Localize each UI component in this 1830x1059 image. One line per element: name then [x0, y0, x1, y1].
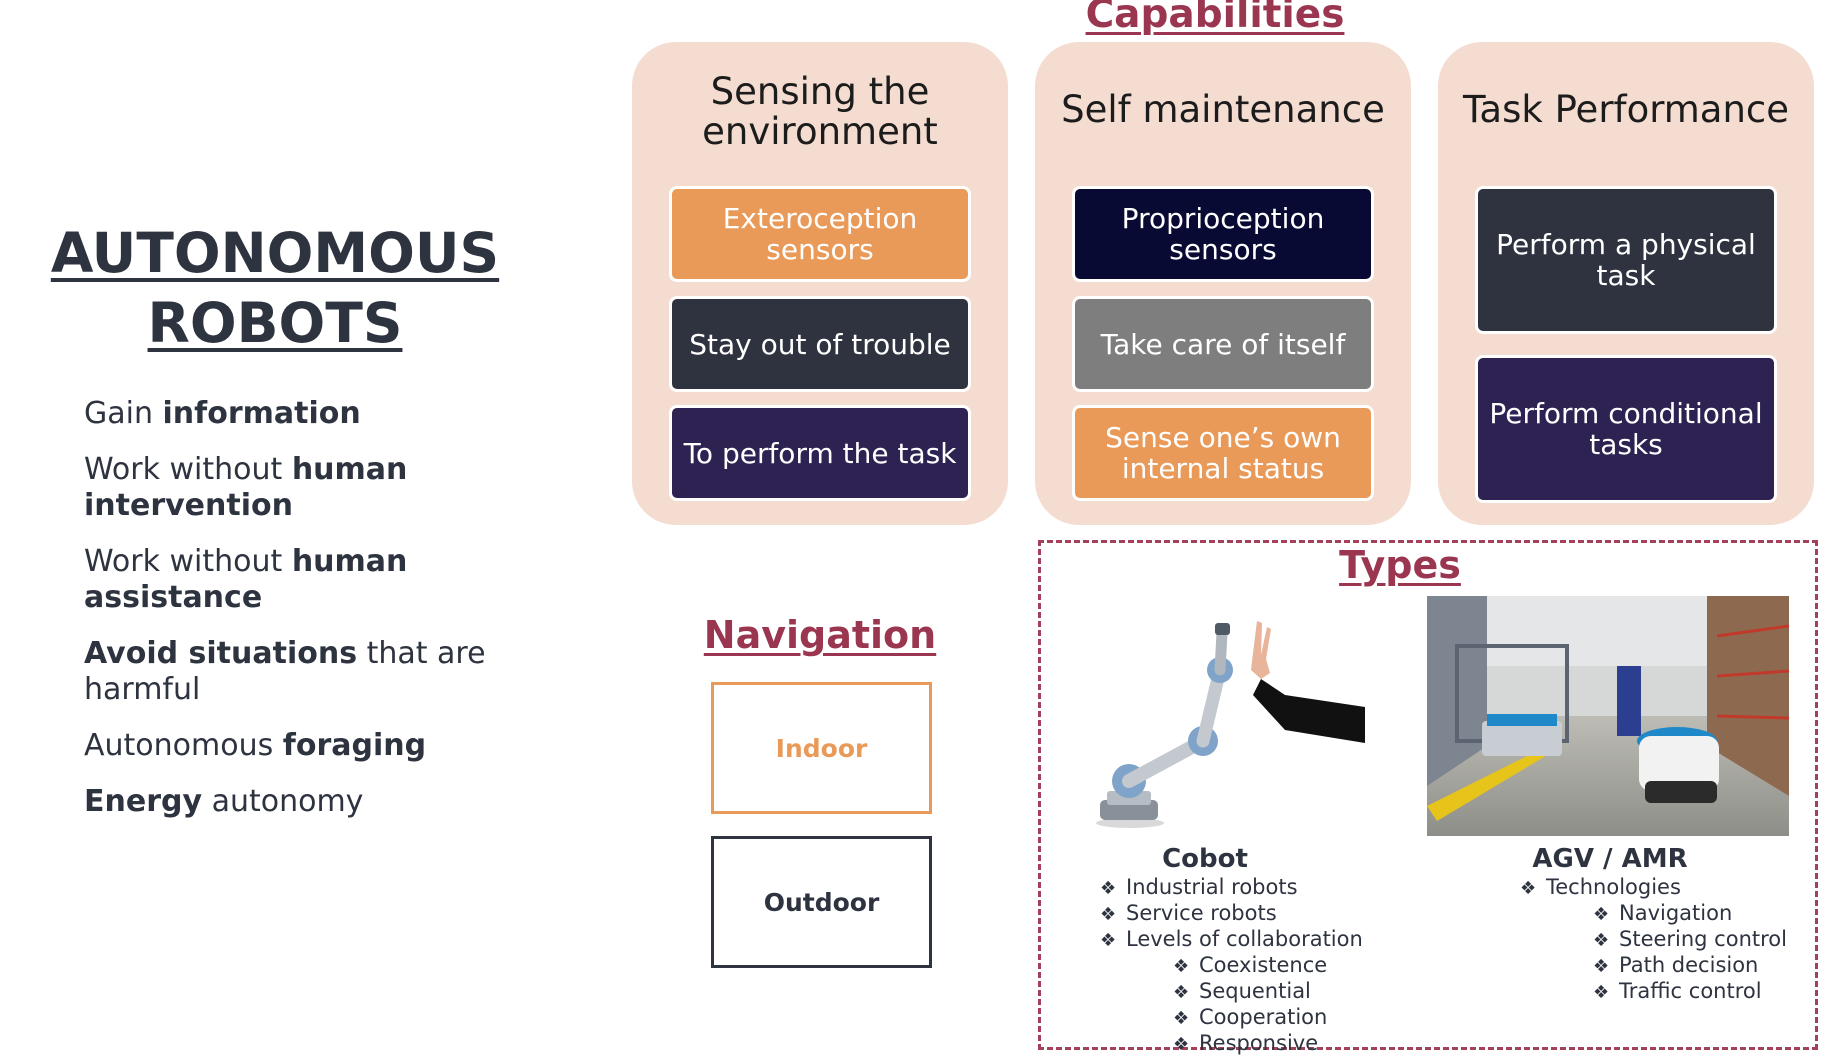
feature-item: Work without human assistance: [84, 544, 408, 615]
bullet-icon: ❖: [1100, 904, 1117, 925]
agv-amr-photo: [1427, 596, 1789, 836]
agv-amr-label: AGV / AMR: [1532, 844, 1688, 874]
types-frame: [1038, 540, 1818, 1050]
bullet-icon: ❖: [1593, 982, 1610, 1003]
list-item: ❖Levels of collaboration: [1100, 927, 1363, 951]
feature-item: Autonomous foraging: [84, 728, 427, 763]
feature-item: Energy autonomy: [84, 784, 364, 819]
bullet-icon: ❖: [1593, 904, 1610, 925]
column-title: Self maintenance: [1061, 88, 1385, 131]
navigation-heading: Navigation: [703, 613, 937, 657]
page-title: AUTONOMOUS ROBOTS: [40, 218, 510, 358]
cobot-label: Cobot: [1162, 844, 1248, 874]
title-line-1: AUTONOMOUS: [50, 221, 500, 285]
nav-indoor-box: Indoor: [711, 682, 932, 814]
bullet-icon: ❖: [1173, 956, 1190, 977]
column-title: Task Performance: [1462, 88, 1790, 131]
capability-column-task-performance: Task Performance Perform a physical task…: [1438, 42, 1814, 525]
capabilities-heading: Capabilities: [1085, 0, 1345, 37]
feature-item: Avoid situations that are harmful: [84, 636, 486, 707]
feature-list: Gain information Work without human inte…: [84, 396, 524, 840]
bullet-icon: ❖: [1173, 982, 1190, 1003]
list-subitem: ❖Responsive: [1173, 1031, 1319, 1055]
capability-column-sensing: Sensing the environment Exteroception se…: [632, 42, 1008, 525]
agv-amr-list: ❖Technologies ❖Navigation ❖Steering cont…: [1520, 875, 1787, 1005]
nav-outdoor-box: Outdoor: [711, 836, 932, 968]
list-subitem: ❖Traffic control: [1593, 979, 1762, 1003]
column-title: Sensing the environment: [702, 70, 938, 153]
list-subitem: ❖Path decision: [1593, 953, 1759, 977]
list-subitem: ❖Cooperation: [1173, 1005, 1328, 1029]
list-subitem: ❖Coexistence: [1173, 953, 1328, 977]
cobot-image: [1096, 621, 1365, 828]
list-subitem: ❖Steering control: [1593, 927, 1787, 951]
feature-item: Gain information: [84, 396, 361, 431]
list-item: ❖Industrial robots: [1100, 875, 1298, 899]
capability-column-self-maintenance: Self maintenance Proprioception sensors …: [1035, 42, 1411, 525]
feature-item: Work without human intervention: [84, 452, 408, 523]
cobot-list: ❖Industrial robots ❖Service robots ❖Leve…: [1100, 875, 1363, 1057]
list-item: ❖Service robots: [1100, 901, 1277, 925]
bullet-icon: ❖: [1520, 878, 1537, 899]
list-item: ❖Technologies: [1520, 875, 1681, 899]
types-heading: Types: [1339, 543, 1461, 587]
capability-box: Stay out of trouble: [669, 296, 971, 392]
list-subitem: ❖Sequential: [1173, 979, 1311, 1003]
capability-box: Sense one’s own internal status: [1072, 405, 1374, 501]
capability-box: Perform conditional tasks: [1475, 355, 1777, 503]
title-line-2: ROBOTS: [147, 291, 403, 355]
capability-box: Take care of itself: [1072, 296, 1374, 392]
bullet-icon: ❖: [1593, 956, 1610, 977]
capability-box: Perform a physical task: [1475, 186, 1777, 334]
list-subitem: ❖Navigation: [1593, 901, 1733, 925]
bullet-icon: ❖: [1173, 1034, 1190, 1055]
bullet-icon: ❖: [1593, 930, 1610, 951]
bullet-icon: ❖: [1100, 878, 1117, 899]
capability-box: Proprioception sensors: [1072, 186, 1374, 282]
capability-box: To perform the task: [669, 405, 971, 501]
bullet-icon: ❖: [1173, 1008, 1190, 1029]
bullet-icon: ❖: [1100, 930, 1117, 951]
capability-box: Exteroception sensors: [669, 186, 971, 282]
